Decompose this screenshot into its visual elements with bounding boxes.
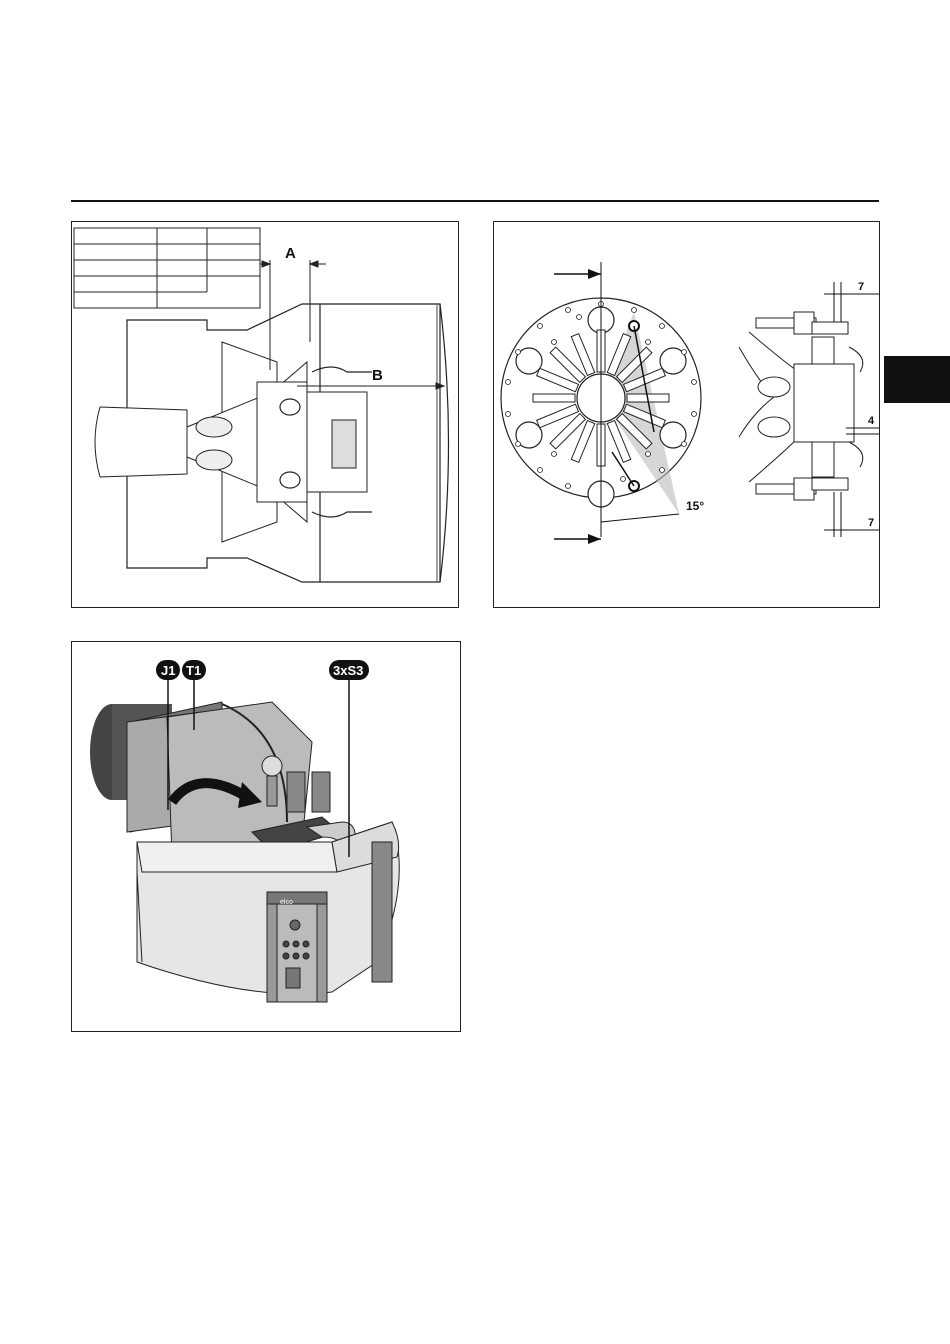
- dimension-table: [74, 228, 260, 308]
- figure-disc-electrodes: 15° 7 4: [493, 221, 880, 608]
- svg-text:T1: T1: [186, 663, 201, 678]
- svg-text:3xS3: 3xS3: [333, 663, 363, 678]
- figure-burner-assembly: elco J1 T1 3xS3: [71, 641, 461, 1032]
- brand-label: elco: [280, 899, 293, 906]
- section-tab-marker: [884, 356, 950, 403]
- header-rule: [71, 200, 879, 202]
- figure-nozzle-dimensions: A B: [71, 221, 459, 608]
- gap-top-label: 7: [858, 281, 864, 293]
- gap-middle-label: 4: [868, 415, 875, 427]
- dimension-a-label: A: [285, 245, 296, 262]
- burner-housing: [137, 822, 399, 1002]
- svg-text:J1: J1: [161, 663, 175, 678]
- callout-3xs3: 3xS3: [329, 660, 369, 680]
- callout-j1: J1: [156, 660, 180, 680]
- side-view: [739, 312, 863, 500]
- callout-t1: T1: [182, 660, 206, 680]
- nozzle-drawing: A B: [72, 222, 459, 608]
- dimension-b-label: B: [372, 367, 383, 384]
- burner-drawing: elco J1 T1 3xS3: [72, 642, 461, 1032]
- gap-bottom-label: 7: [868, 517, 874, 529]
- angle-label: 15°: [686, 499, 704, 513]
- disc-drawing: 15° 7 4: [494, 222, 880, 608]
